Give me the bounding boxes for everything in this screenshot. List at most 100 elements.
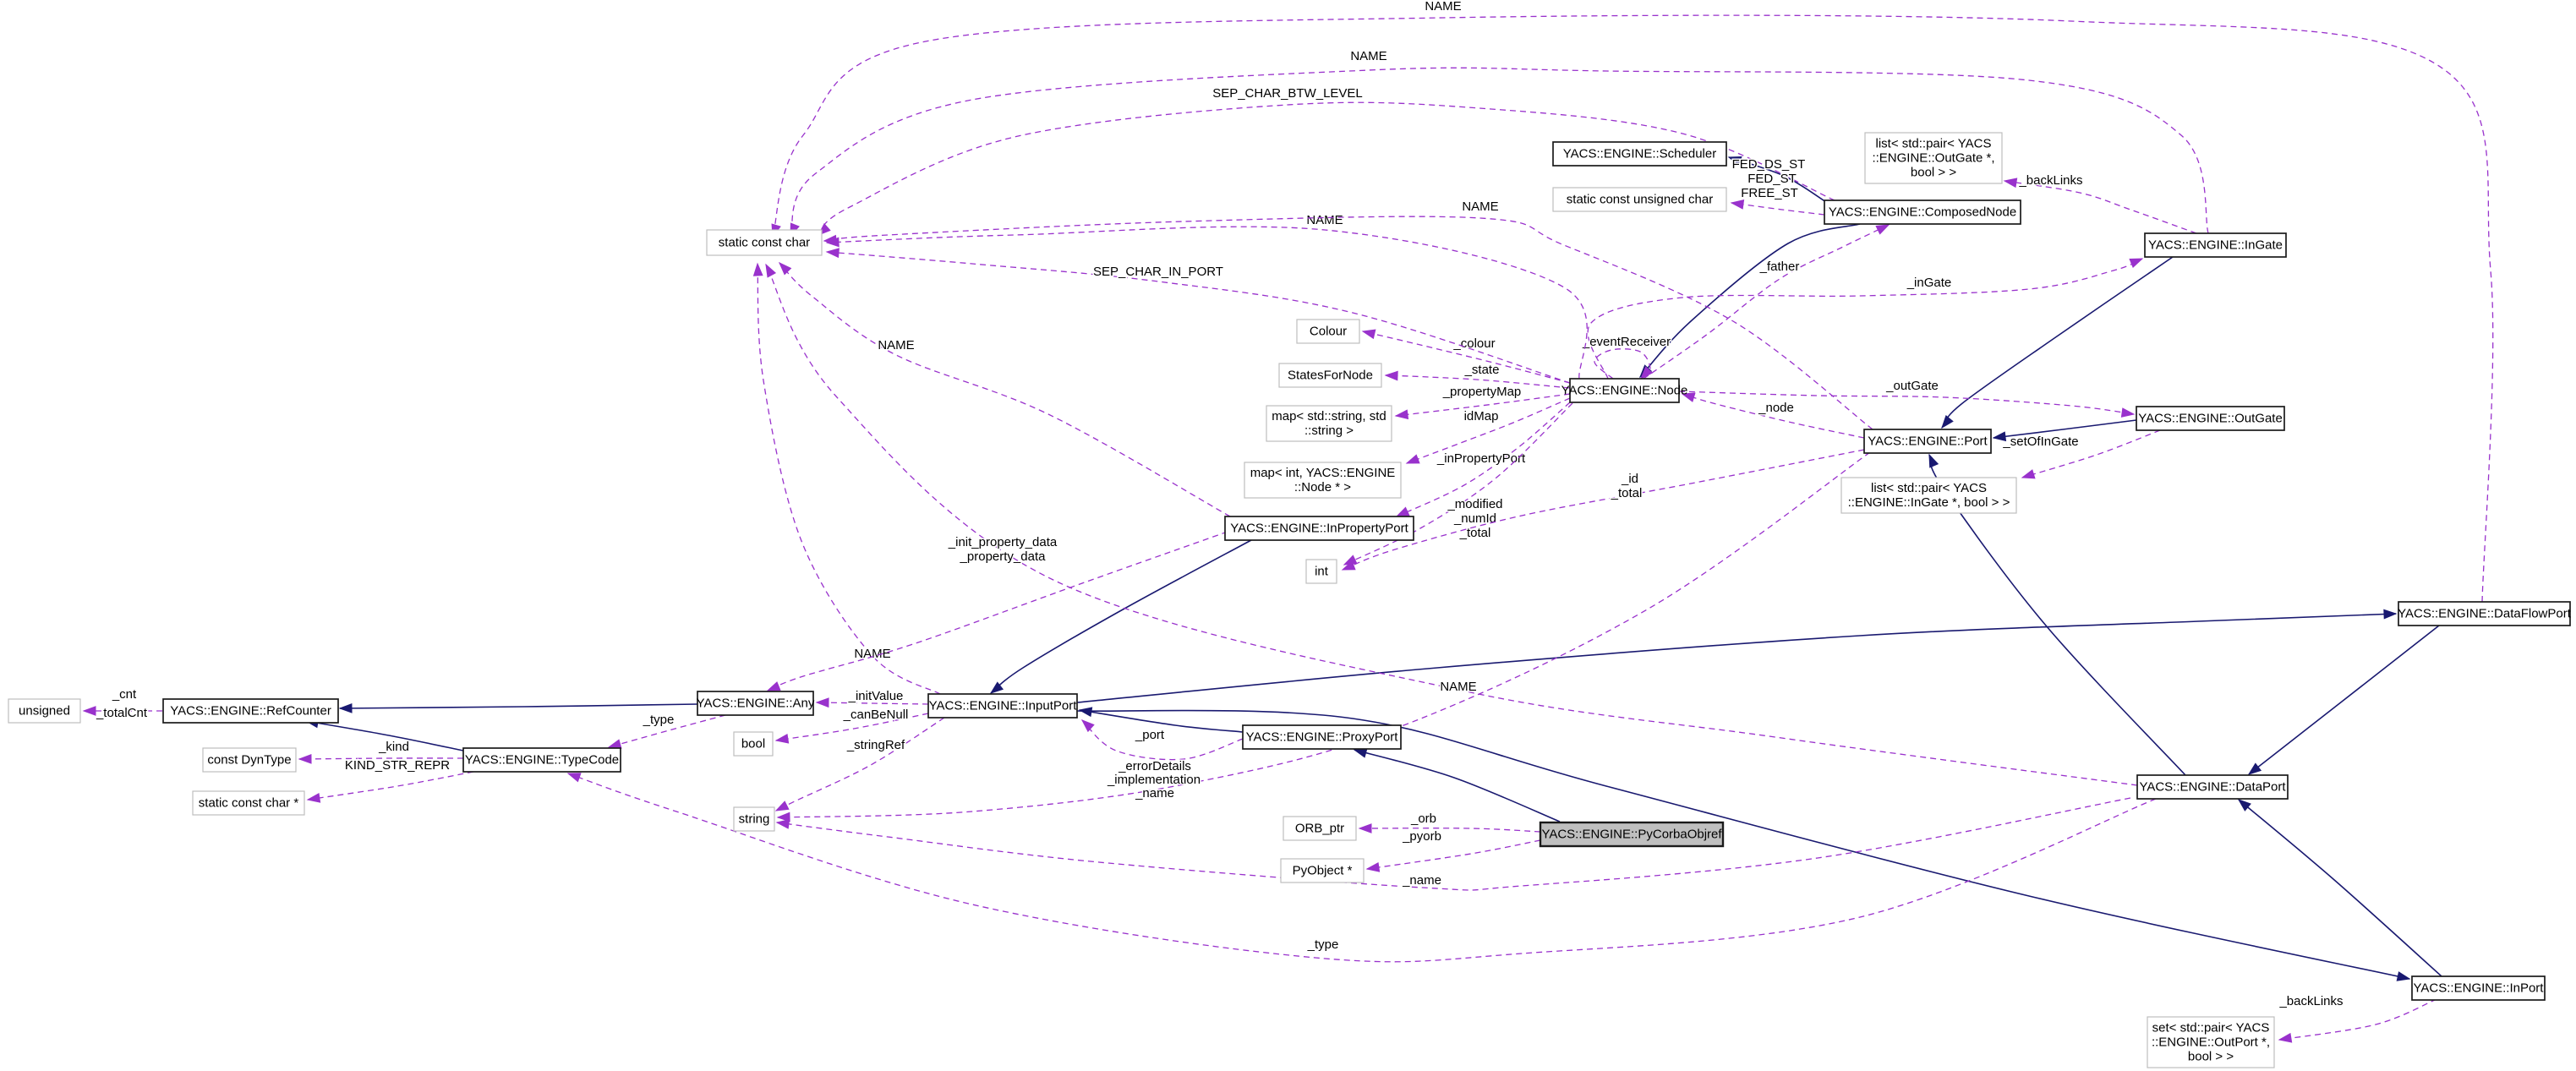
edge-label: _errorDetails — [1118, 759, 1191, 773]
edge-inherit-data-flow-port-to-data-port — [2247, 625, 2440, 775]
node-static-const-unsigned-char: static const unsigned char — [1552, 187, 1727, 212]
node-label: unsigned — [19, 704, 70, 719]
node-out-gate[interactable]: YACS::ENGINE::OutGate — [2136, 406, 2285, 431]
edge-inherit-input-port-to-in-port — [1076, 709, 2411, 981]
node-ref-counter[interactable]: YACS::ENGINE::RefCounter — [162, 698, 339, 724]
node-label: bool > > — [1911, 166, 1956, 180]
edge-inherit-out-gate-to-port — [1992, 419, 2137, 442]
edge-usage-type-code-to-const-dyn-type: _kind — [298, 739, 464, 764]
node-in-property-port[interactable]: YACS::ENGINE::InPropertyPort — [1224, 516, 1414, 541]
edge-usage-node-to-node: _eventReceiver — [1580, 334, 1672, 380]
node-label: bool > > — [2188, 1050, 2234, 1064]
node-py-corba-objref[interactable]: YACS::ENGINE::PyCorbaObjref — [1539, 821, 1725, 848]
node-label: static const unsigned char — [1567, 193, 1713, 207]
edge-label: _setOfInGate — [2002, 434, 2078, 449]
edge-usage-node-to-map-int-node: idMap — [1405, 397, 1571, 464]
edge-label: _type — [643, 713, 675, 727]
node-port[interactable]: YACS::ENGINE::Port — [1863, 429, 1992, 454]
node-label: const DynType — [207, 753, 291, 768]
node-label: ::ENGINE::InGate *, bool > > — [1848, 495, 2010, 510]
node-composed-node[interactable]: YACS::ENGINE::ComposedNode — [1824, 199, 2021, 225]
node-label: YACS::ENGINE::DataFlowPort — [2398, 607, 2572, 621]
node-label: ::string > — [1304, 423, 1354, 438]
edge-label: _inPropertyPort — [1436, 451, 1526, 466]
edge-inherit-in-port-to-data-port — [2237, 799, 2442, 977]
node-type-code[interactable]: YACS::ENGINE::TypeCode — [462, 747, 621, 773]
edge-label: NAME — [1350, 49, 1386, 63]
node-proxy-port[interactable]: YACS::ENGINE::ProxyPort — [1242, 724, 1402, 750]
edge-usage-in-port-to-set-outport-pairs: _backLinks — [2278, 993, 2437, 1043]
edge-usage-any-to-type-code: _type — [607, 712, 726, 749]
edge-usage-in-property-port-to-any: _init_property_data_property_data — [766, 531, 1228, 691]
edge-usage-node-to-out-gate: _outGate — [1678, 378, 2136, 418]
node-node[interactable]: YACS::ENGINE::Node — [1561, 378, 1688, 403]
edge-usage-data-flow-port-to-static-const-char: NAME — [771, 0, 2494, 603]
node-label: YACS::ENGINE::Any — [697, 697, 815, 711]
node-map-string-string: map< std::string, std::string > — [1266, 405, 1392, 442]
edge-usage-input-port-to-static-const-char: NAME — [752, 262, 941, 695]
edge-label: _total — [1459, 526, 1491, 540]
edge-usage-out-gate-to-list-ingate-pairs: _setOfInGate — [2001, 429, 2161, 479]
edge-label: _pyorb — [1402, 829, 1441, 844]
edge-usage-node-to-static-const-char: SEP_CHAR_IN_PORT — [825, 248, 1571, 384]
edge-usage-data-port-to-string: _name — [775, 797, 2131, 891]
edge-usage-in-gate-to-list-outgate-pairs: _backLinks — [2003, 172, 2197, 234]
node-set-outport-pairs: set< std::pair< YACS::ENGINE::OutPort *,… — [2147, 1016, 2275, 1068]
node-input-port[interactable]: YACS::ENGINE::InputPort — [927, 693, 1078, 719]
node-label: YACS::ENGINE::InGate — [2148, 238, 2283, 253]
node-in-port[interactable]: YACS::ENGINE::InPort — [2411, 975, 2546, 1001]
edge-usage-node-to-in-gate: _inGate — [1587, 258, 2144, 380]
node-static-const-char: static const char — [706, 229, 823, 256]
edge-label: FED_ST — [1747, 172, 1797, 186]
node-py-object-ptr: PyObject * — [1280, 858, 1365, 883]
edge-label: _orb — [1410, 811, 1436, 826]
edge-usage-data-port-to-static-const-char: NAME — [765, 263, 2138, 786]
edge-label: _backLinks — [2018, 173, 2082, 188]
edge-usage-py-corba-objref-to-py-object-ptr: _pyorb — [1365, 828, 1541, 872]
node-label: ::ENGINE::OutGate *, — [1872, 151, 1994, 166]
edge-label: _inGate — [1906, 276, 1952, 290]
node-label: YACS::ENGINE::InPort — [2414, 981, 2545, 996]
edge-usage-input-port-to-string: _stringRef — [774, 717, 945, 811]
edge-label: _outGate — [1885, 379, 1939, 393]
node-scheduler[interactable]: YACS::ENGINE::Scheduler — [1552, 141, 1727, 167]
edge-label: KIND_STR_REPR — [345, 758, 450, 773]
node-label: ::ENGINE::OutPort *, — [2152, 1035, 2270, 1050]
node-label: string — [739, 812, 770, 827]
edge-usage-proxy-port-to-input-port: _port — [1080, 719, 1244, 761]
edge-label: NAME — [854, 647, 890, 661]
node-orb-ptr: ORB_ptr — [1283, 816, 1357, 841]
edge-label: _node — [1758, 401, 1794, 415]
node-label: YACS::ENGINE::TypeCode — [465, 753, 619, 768]
edge-usage-ref-counter-to-unsigned: _cnt_totalCnt — [82, 686, 163, 722]
node-bool: bool — [733, 731, 774, 757]
edge-usage-node-to-in-property-port: _inPropertyPort — [1395, 402, 1571, 517]
node-label: static const char * — [199, 796, 299, 811]
edge-label: _stringRef — [846, 738, 905, 752]
node-label: YACS::ENGINE::ProxyPort — [1246, 730, 1399, 745]
edge-label: FED_DS_ST — [1732, 157, 1806, 172]
node-data-flow-port[interactable]: YACS::ENGINE::DataFlowPort — [2398, 601, 2572, 626]
node-label: YACS::ENGINE::Node — [1561, 384, 1688, 398]
edge-label: _propertyMap — [1442, 385, 1522, 399]
edge-label: _name — [1402, 873, 1441, 888]
node-any[interactable]: YACS::ENGINE::Any — [697, 691, 815, 716]
edge-usage-port-to-static-const-char: NAME — [823, 199, 1873, 430]
edge-label: _canBeNull — [843, 708, 909, 722]
node-in-gate[interactable]: YACS::ENGINE::InGate — [2144, 232, 2287, 258]
edge-label: _eventReceiver — [1582, 335, 1671, 349]
edge-label: _modified — [1447, 497, 1502, 511]
edge-label: idMap — [1464, 409, 1499, 423]
edge-label: _name — [1135, 786, 1174, 801]
edge-label: _port — [1135, 728, 1165, 742]
edge-label: _state — [1464, 363, 1500, 377]
edge-usage-data-port-to-type-code: _type — [566, 773, 2157, 963]
node-static-const-char-ptr: static const char * — [192, 790, 305, 816]
node-data-port[interactable]: YACS::ENGINE::DataPort — [2136, 774, 2289, 800]
edge-label: NAME — [1462, 199, 1498, 214]
edge-usage-port-to-node: _node — [1681, 392, 1865, 439]
node-label: YACS::ENGINE::OutGate — [2138, 412, 2283, 426]
edge-inherit-py-corba-objref-to-proxy-port — [1353, 748, 1561, 822]
edge-usage-input-port-to-any: _initValue — [815, 688, 929, 708]
node-states-for-node: StatesForNode — [1278, 363, 1382, 388]
